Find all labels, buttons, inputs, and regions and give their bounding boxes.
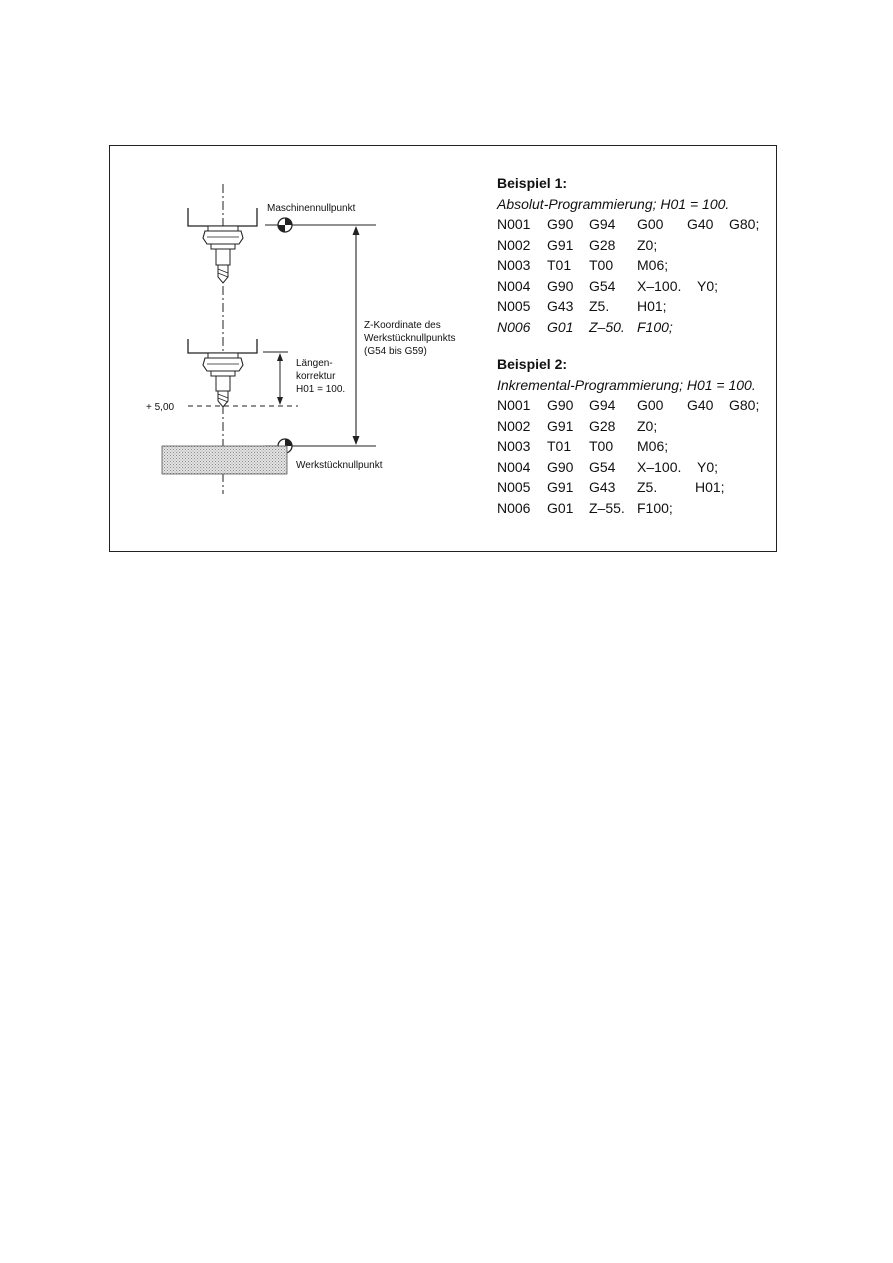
code-word: N004: [497, 458, 531, 475]
code-word: F100;: [637, 318, 673, 335]
length-correction-label-line1: Längen-: [296, 358, 333, 369]
code-word: T00: [589, 257, 614, 273]
code-word: G94: [589, 397, 616, 413]
code-word: G90: [547, 277, 574, 294]
code-word: G43: [589, 479, 616, 495]
code-word: G00: [637, 397, 664, 413]
code-word: G91: [547, 417, 574, 434]
code-line: N005 G43 Z5. H01;: [497, 296, 767, 317]
code-line: N002 G91 G28 Z0;: [497, 416, 767, 437]
code-line: N004 G90 G54 X–100. Y0;: [497, 276, 767, 297]
code-word: H01;: [637, 298, 667, 314]
code-word: X–100.: [637, 458, 682, 475]
code-word: N002: [497, 236, 531, 253]
code-word: Z0;: [637, 417, 658, 434]
code-word: N003: [497, 257, 531, 273]
code-word: N005: [497, 298, 531, 314]
code-word: F100;: [637, 499, 673, 516]
example-2: Beispiel 2: Inkremental-Programmierung; …: [497, 353, 767, 518]
code-word: Z5.: [637, 479, 658, 495]
code-panel: Beispiel 1: Absolut-Programmierung; H01 …: [497, 172, 767, 518]
tool-upper: [187, 208, 258, 284]
code-word: Z0;: [637, 236, 658, 253]
code-word: N005: [497, 479, 531, 495]
example-1-subtitle: Absolut-Programmierung; H01 = 100.: [497, 196, 730, 212]
code-line: N004 G90 G54 X–100. Y0;: [497, 457, 767, 478]
code-word: G90: [547, 397, 574, 413]
tool-lower: [187, 339, 258, 408]
machine-zero-symbol: [277, 217, 293, 233]
code-word: G94: [589, 216, 616, 232]
code-word: G01: [547, 318, 574, 335]
code-word: G80;: [729, 216, 760, 232]
code-line: N006 G01 Z–50. F100;: [497, 317, 767, 338]
code-line: N006 G01 Z–55. F100;: [497, 498, 767, 519]
code-word: G40: [687, 397, 714, 413]
code-word: G28: [589, 417, 616, 434]
code-word: N002: [497, 417, 531, 434]
code-line: N001 G90 G94 G00 G40 G80;: [497, 395, 767, 416]
code-word: N006: [497, 318, 531, 335]
code-line: N003 T01 T00 M06;: [497, 436, 767, 457]
code-line: N003 T01 T00 M06;: [497, 255, 767, 276]
code-word: G00: [637, 216, 664, 232]
code-word: G90: [547, 458, 574, 475]
code-word: N001: [497, 216, 531, 232]
machine-zero-label: Maschinennullpunkt: [267, 203, 356, 214]
example-1: Beispiel 1: Absolut-Programmierung; H01 …: [497, 172, 767, 337]
workpiece-zero-label: Werkstücknullpunkt: [296, 460, 383, 471]
z-coordinate-label-line1: Z-Koordinate des: [364, 320, 441, 331]
example-1-heading: Beispiel 1:: [497, 175, 568, 191]
code-word: G90: [547, 216, 574, 232]
code-word: X–100.: [637, 277, 682, 294]
code-word: G28: [589, 236, 616, 253]
z-coordinate-label-line2: Werkstücknullpunkts: [364, 333, 456, 344]
offset-value-label: + 5,00: [146, 402, 175, 413]
example-2-subtitle: Inkremental-Programmierung; H01 = 100.: [497, 377, 756, 393]
code-word: M06;: [637, 257, 669, 273]
code-word: T00: [589, 438, 614, 454]
code-word: G40: [687, 216, 714, 232]
code-line: N002 G91 G28 Z0;: [497, 235, 767, 256]
code-word: N004: [497, 277, 531, 294]
code-word: H01;: [695, 479, 725, 495]
code-word: Y0;: [697, 458, 719, 475]
figure-frame: Maschinennullpunkt Werkstücknullpunkt Z-…: [109, 145, 777, 552]
length-correction-arrow: [277, 353, 283, 405]
z-coordinate-label-line3: (G54 bis G59): [364, 346, 427, 357]
code-word: G91: [547, 479, 574, 495]
code-word: N001: [497, 397, 531, 413]
tool-offset-diagram: Maschinennullpunkt Werkstücknullpunkt Z-…: [146, 184, 456, 494]
code-word: G01: [547, 499, 574, 516]
z-coordinate-arrow: [352, 226, 360, 445]
example-2-heading: Beispiel 2:: [497, 356, 568, 372]
code-line: N001 G90 G94 G00 G40 G80;: [497, 214, 767, 235]
code-word: N006: [497, 499, 531, 516]
workpiece-block: [161, 445, 288, 475]
code-word: M06;: [637, 438, 669, 454]
code-word: G54: [589, 458, 616, 475]
code-word: N003: [497, 438, 531, 454]
code-word: Z5.: [589, 298, 610, 314]
code-word: Z–50.: [589, 318, 625, 335]
code-word: G91: [547, 236, 574, 253]
code-word: G43: [547, 298, 574, 314]
code-line: N005 G91 G43 Z5. H01;: [497, 477, 767, 498]
code-word: T01: [547, 438, 572, 454]
code-word: G54: [589, 277, 616, 294]
code-word: T01: [547, 257, 572, 273]
code-word: Z–55.: [589, 499, 625, 516]
code-word: Y0;: [697, 277, 719, 294]
code-word: G80;: [729, 397, 760, 413]
length-correction-label-line2: korrektur: [296, 371, 336, 382]
length-correction-label-line3: H01 = 100.: [296, 384, 345, 395]
